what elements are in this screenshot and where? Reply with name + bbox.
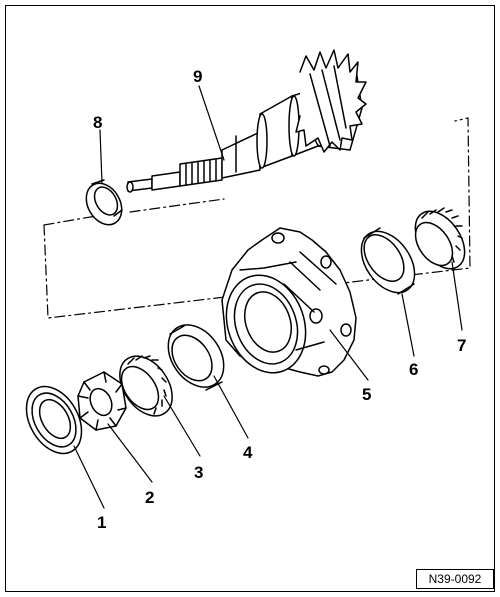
callout-5: 5 (362, 385, 371, 404)
callout-2: 2 (145, 488, 154, 507)
callout-9: 9 (193, 67, 202, 86)
callout-4: 4 (243, 443, 253, 462)
part-7-roller-bearing (414, 207, 466, 270)
part-5-housing (221, 227, 357, 377)
figure-frame (5, 5, 495, 592)
part-2-nut (77, 371, 127, 431)
part-9-pinion-shaft (126, 49, 367, 193)
callout-3: 3 (194, 463, 203, 482)
part-8-bearing-ring (85, 179, 123, 226)
part-4-bearing-race (167, 324, 225, 391)
part-3-roller-bearing (119, 355, 173, 417)
part-1-seal-ring (25, 385, 83, 455)
assembly-boundary (43, 117, 471, 319)
callout-1: 1 (97, 513, 106, 532)
figure-reference-code: N39-0092 (416, 569, 494, 589)
callout-7: 7 (457, 336, 466, 355)
callout-8: 8 (93, 113, 102, 132)
leader-lines (73, 85, 463, 509)
callout-6: 6 (409, 360, 418, 379)
part-6-bearing-race (360, 227, 416, 295)
